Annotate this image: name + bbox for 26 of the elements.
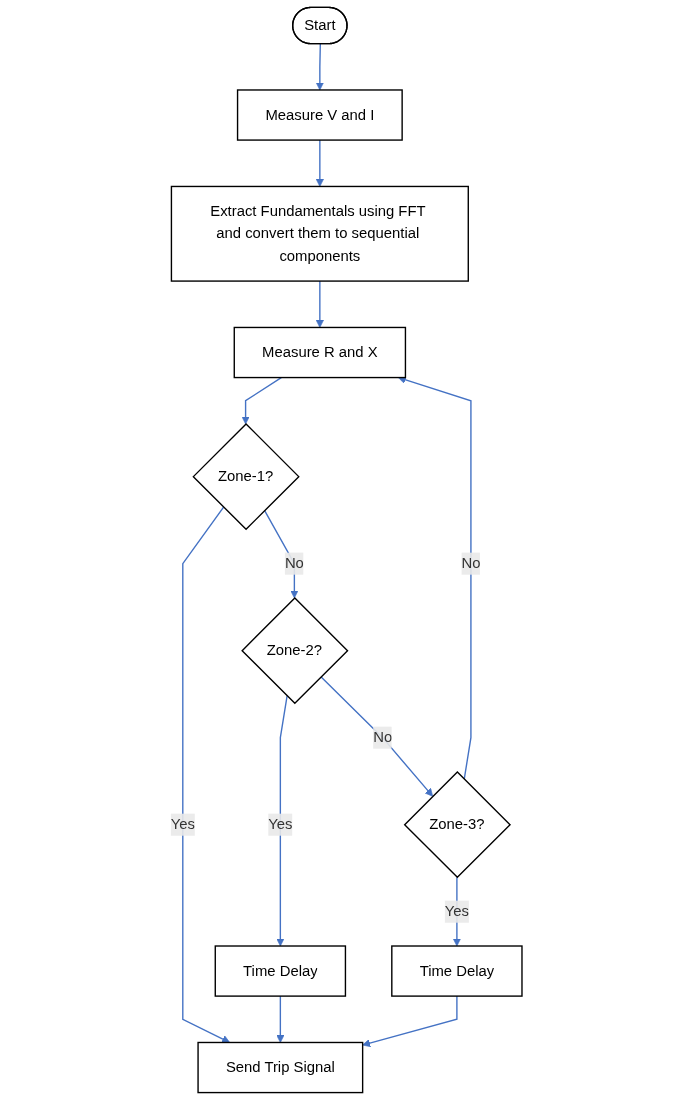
arrow (320, 676, 434, 797)
node-diamond: Zone-1? (192, 422, 300, 531)
edge-label: Yes (268, 816, 293, 833)
arrow (315, 280, 325, 328)
node-box: Extract Fundamentals using FFT and convert them to sequential components (170, 185, 470, 282)
arrow (264, 509, 299, 599)
node-diamond: Zone-3? (403, 771, 512, 879)
arrow (276, 695, 288, 947)
arrow (276, 995, 285, 1043)
arrow (315, 139, 325, 187)
edge-label: No (373, 729, 393, 746)
node-box: Measure R and X (233, 326, 407, 379)
edge-label: Yes (170, 816, 196, 833)
arrow (241, 376, 283, 425)
node-box: Time Delay (391, 945, 523, 997)
edge-label: No (461, 555, 481, 572)
arrow (362, 995, 458, 1048)
node-box: Measure V and I (237, 89, 403, 141)
node-box: Send Trip Signal (197, 1041, 364, 1094)
arrow (315, 43, 325, 91)
node-diamond: Zone-2? (241, 596, 349, 705)
arrow (182, 506, 231, 1043)
edge-label: No (285, 555, 305, 572)
arrow (398, 375, 472, 780)
node-box: Time Delay (214, 945, 347, 997)
edge-label: Yes (444, 903, 470, 920)
